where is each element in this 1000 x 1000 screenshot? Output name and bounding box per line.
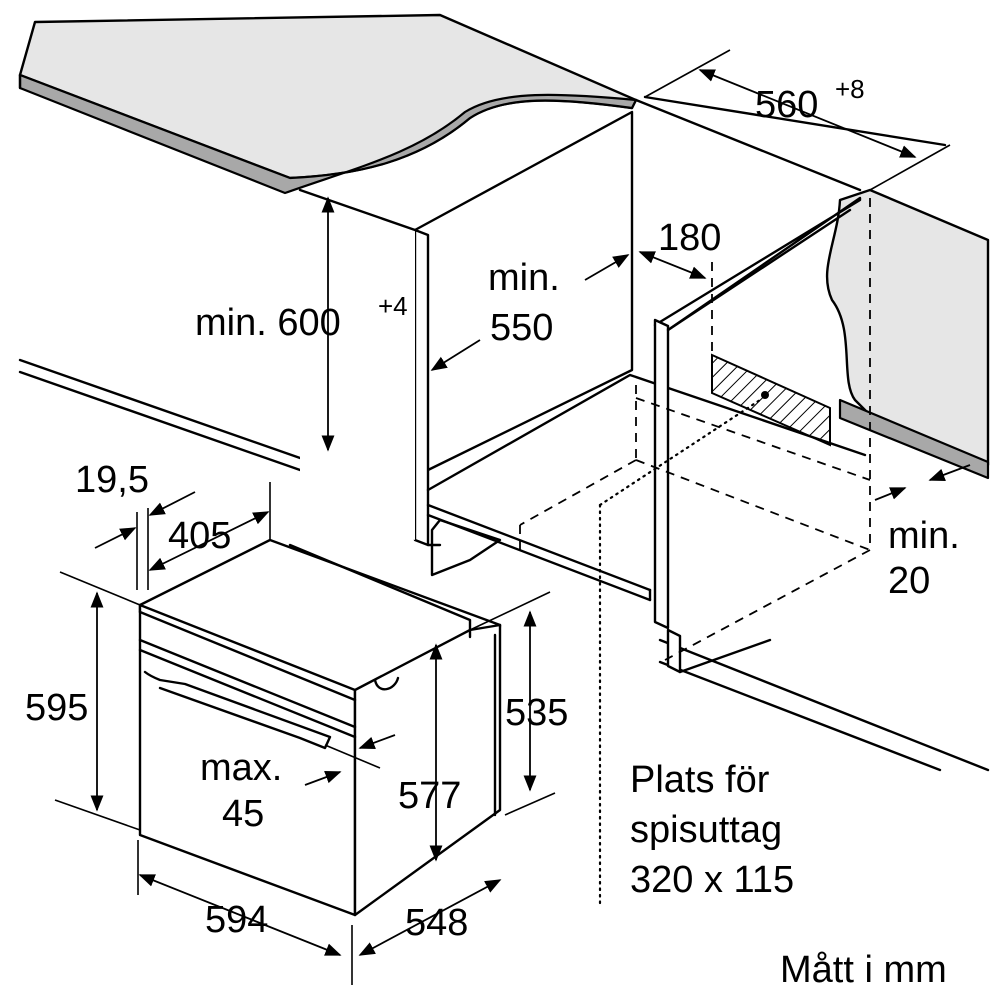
oven: [138, 538, 502, 917]
dimension-lines: [54, 49, 971, 985]
oven-outline-dashed: [519, 198, 871, 907]
label-oven-depth: 548: [405, 902, 468, 944]
back-wall: [634, 95, 990, 480]
socket-note-line2: spisuttag: [630, 809, 782, 851]
label-front-overhang: 19,5: [75, 459, 149, 501]
label-niche-width-tol: +8: [835, 74, 865, 104]
socket-note-line3: 320 x 115: [630, 859, 794, 901]
units-note: Mått i mm: [780, 949, 947, 991]
socket-note-line1: Plats för: [630, 759, 770, 801]
worktop: [18, 13, 638, 195]
label-top-depth: 405: [168, 515, 231, 557]
left-cabinet: [298, 110, 634, 577]
label-oven-width: 594: [205, 899, 268, 941]
label-inner-height: 577: [398, 775, 461, 817]
label-body-height: 535: [505, 692, 568, 734]
label-rear-gap-min: min.: [888, 515, 960, 557]
label-niche-height: min. 600: [195, 302, 341, 344]
socket-area: [711, 262, 831, 447]
socket-note: Plats för spisuttag 320 x 115: [630, 759, 794, 901]
label-max: max.: [200, 747, 282, 789]
label-niche-width: 560: [755, 84, 818, 126]
label-oven-height: 595: [25, 687, 88, 729]
dimension-labels: 560 +8 min. 600 +4 min. 550 180 min. 20 …: [25, 74, 960, 944]
label-max-value: 45: [222, 793, 264, 835]
label-depth-value: 550: [490, 307, 553, 349]
right-cabinet: [653, 196, 862, 674]
niche: [426, 373, 867, 602]
label-depth-min: min.: [488, 257, 560, 299]
label-rear-gap-value: 20: [888, 560, 930, 602]
label-niche-height-tol: +4: [378, 291, 408, 321]
label-socket-offset: 180: [658, 217, 721, 259]
